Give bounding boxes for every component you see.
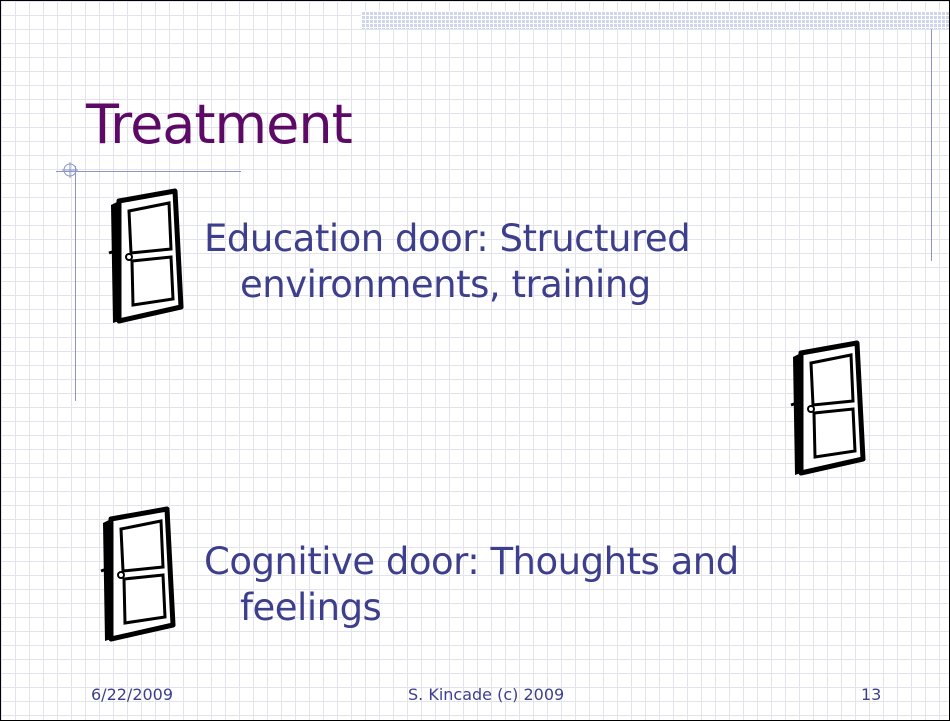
bullet-education-door: Education door: Structured environments,… <box>204 216 691 308</box>
bullet-line: Cognitive door: Thoughts and <box>204 540 739 583</box>
slide-title: Treatment <box>86 93 353 156</box>
crosshair-icon <box>62 162 78 178</box>
footer-author: S. Kincade (c) 2009 <box>408 685 565 704</box>
decorative-right-rule <box>931 29 932 261</box>
bullet-line: feelings <box>240 586 382 629</box>
footer-page-number: 13 <box>861 685 882 704</box>
door-icon <box>790 340 866 476</box>
door-icon <box>108 188 184 324</box>
decorative-top-band <box>361 11 949 29</box>
door-icon <box>100 506 176 642</box>
decorative-left-rule <box>75 166 76 401</box>
footer-date: 6/22/2009 <box>91 685 174 704</box>
bullet-line: environments, training <box>240 263 651 306</box>
bullet-cognitive-door: Cognitive door: Thoughts and feelings <box>204 539 739 631</box>
title-underline-rule <box>56 171 241 172</box>
bullet-line: Education door: Structured <box>204 217 691 260</box>
